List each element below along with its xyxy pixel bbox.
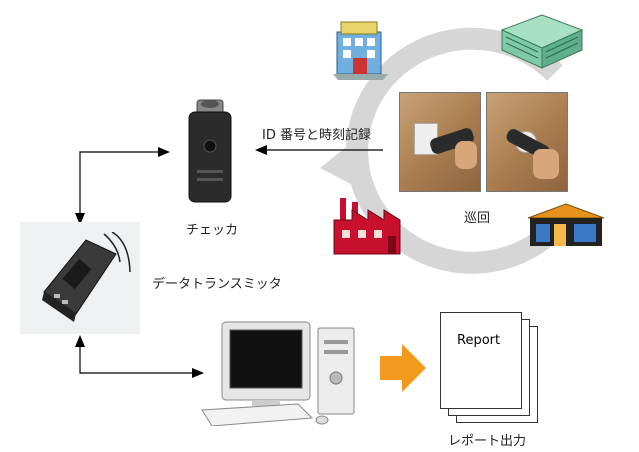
personal-computer-image [201,321,355,426]
report-page-front: Report [440,312,522,409]
checker-label: チェッカ [186,223,239,238]
office-building-icon [500,14,584,69]
output-arrow [380,344,426,392]
report-page-title: Report [457,333,501,348]
warehouse-icon [527,203,605,246]
hand [455,141,477,169]
factory-icon [333,198,401,255]
checker-on-wall-photo-1 [399,92,481,192]
id-record-label: ID 番号と時刻記録 [262,128,371,143]
data-transmitter-label: データトランスミッタ [152,277,282,292]
id-record-arrow [255,145,383,155]
hotel-building-icon [333,21,388,80]
data-transmitter-photo [20,222,140,334]
hand [533,149,559,179]
transmitter-pc-link-arrow [75,335,204,378]
checker-on-wall-photo-2 [486,92,568,192]
patrol-label: 巡回 [464,211,491,226]
report-document-stack: Report [438,312,548,423]
checker-device-image [188,99,232,203]
report-output-label: レポート出力 [448,434,527,449]
checker-transmitter-link-arrow [75,147,170,225]
data-transmitter-device [42,232,131,322]
